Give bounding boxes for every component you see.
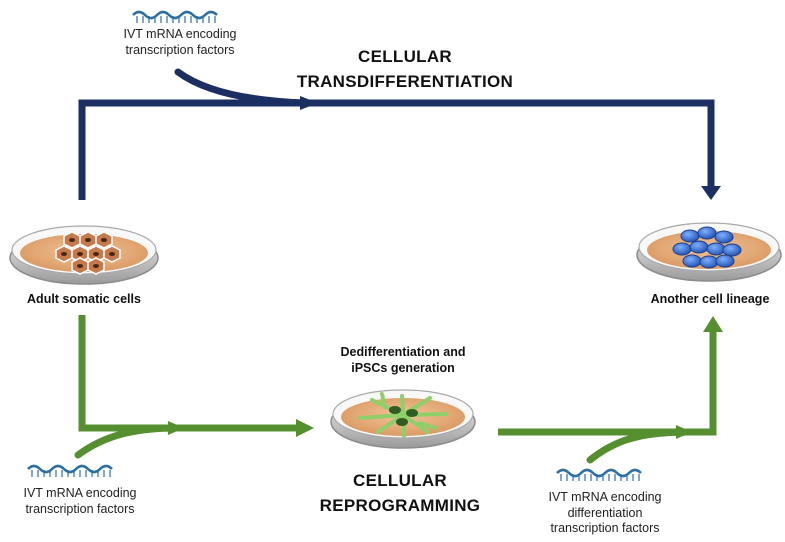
transdifferentiation-arrow bbox=[78, 96, 721, 200]
dish-middle-line-2: iPSCs generation bbox=[351, 360, 455, 375]
mrna-top-line-1: IVT mRNA encoding bbox=[123, 27, 237, 41]
title-bottom-line-2: REPROGRAMMING bbox=[319, 496, 481, 516]
title-bottom-line-1: CELLULAR bbox=[353, 471, 447, 490]
lineage-cells bbox=[672, 226, 742, 269]
reprogramming-arrow-left bbox=[78, 315, 314, 437]
petri-dish-lineage bbox=[636, 222, 782, 282]
mrna-top-label: IVT mRNA encoding transcription factors bbox=[100, 27, 260, 58]
mrna-bottom-left-label: IVT mRNA encoding transcription factors bbox=[0, 486, 160, 517]
mrna-bottom-right-feed-arrow bbox=[586, 428, 694, 464]
dish-middle-label: Dedifferentiation and iPSCs generation bbox=[318, 345, 488, 376]
mrna-bottom-left-line-1: IVT mRNA encoding bbox=[23, 486, 137, 500]
mrna-top-feed-arrow bbox=[174, 68, 309, 107]
title-top-line-2: TRANSDIFFERENTIATION bbox=[296, 72, 514, 92]
petri-dish-somatic bbox=[9, 225, 159, 285]
mrna-top-line-2: transcription factors bbox=[125, 42, 235, 57]
mrna-bottom-right-line-3: transcription factors bbox=[550, 521, 660, 536]
mrna-bottom-right-label: IVT mRNA encoding differentiation transc… bbox=[520, 490, 690, 537]
mrna-bottom-left-icon bbox=[27, 464, 113, 477]
title-top-line-1: CELLULAR bbox=[358, 47, 452, 66]
title-reprogramming: CELLULAR REPROGRAMMING bbox=[300, 470, 500, 517]
mrna-bottom-right-line-1: IVT mRNA encoding bbox=[548, 490, 662, 504]
dish-middle-line-1: Dedifferentiation and bbox=[340, 345, 466, 359]
reprogramming-arrow-right bbox=[498, 316, 723, 439]
dish-left-label: Adult somatic cells bbox=[27, 292, 141, 306]
title-transdifferentiation: CELLULAR TRANSDIFFERENTIATION bbox=[270, 46, 540, 93]
mrna-bottom-left-line-2: transcription factors bbox=[25, 501, 135, 516]
mrna-bottom-right-icon bbox=[556, 468, 642, 481]
petri-dish-ipsc bbox=[330, 389, 476, 449]
mrna-bottom-left-feed-arrow bbox=[74, 424, 182, 459]
mrna-top-icon bbox=[132, 10, 218, 23]
mrna-bottom-right-line-2: differentiation bbox=[567, 505, 643, 520]
dish-right-label: Another cell lineage bbox=[650, 292, 770, 306]
